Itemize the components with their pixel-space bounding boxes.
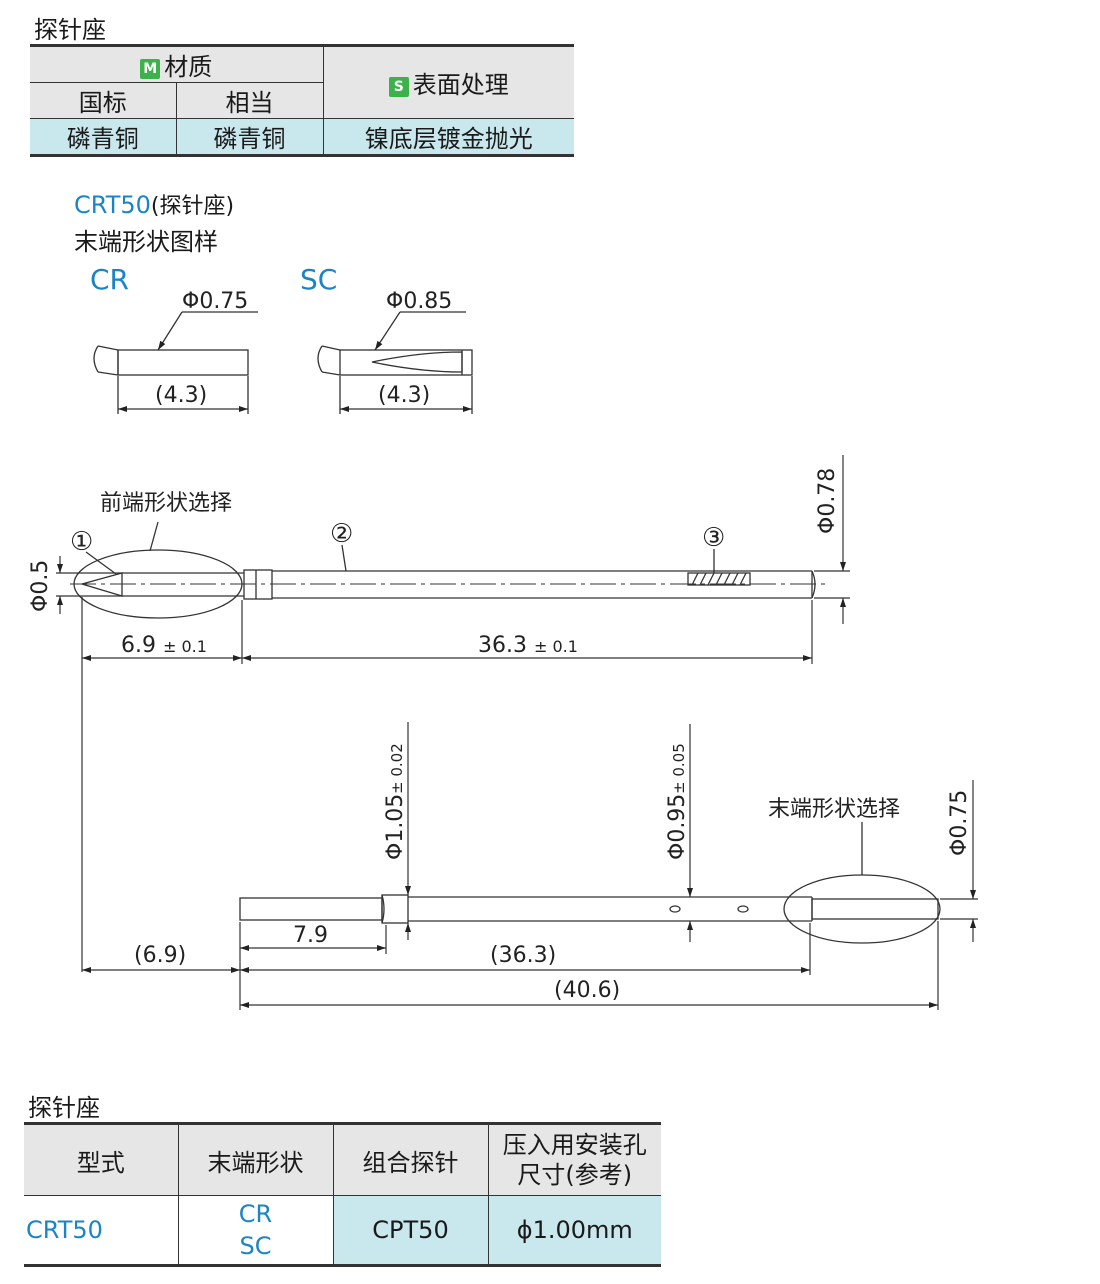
collar-diameter: Φ1.05 [383, 794, 408, 860]
cell-end-shape: CR SC [177, 1195, 334, 1266]
len-front-ref: (6.9) [134, 943, 186, 968]
header-probe: 组合探针 [332, 1123, 489, 1196]
dim-body-diameter [814, 455, 850, 624]
front-shape-label: 前端形状选择 [100, 491, 232, 516]
tip-sc-code: SC [300, 263, 337, 296]
tip-shape-cr [93, 311, 258, 414]
model-code: CRT50 [74, 191, 151, 219]
len-collar: 7.9 [293, 923, 328, 948]
len-body: 36.3 [478, 633, 527, 658]
dim-main-lengths [81, 597, 813, 972]
end-shape-label: 末端形状选择 [768, 797, 900, 822]
col-equivalent: 相当 [175, 82, 324, 119]
header-end-shape: 末端形状 [177, 1123, 334, 1196]
material-header: 材质 [164, 53, 213, 81]
cell-hole: ϕ1.00mm [487, 1195, 661, 1266]
len-front: 6.9 [121, 633, 156, 658]
cell-shape-cr: CR [238, 1200, 273, 1228]
spec-table: 型式 末端形状 组合探针 压入用安装孔 尺寸(参考) CRT50 CR SC C… [24, 1122, 661, 1267]
part-mark-2: ② [330, 519, 353, 549]
section-title-bottom: 探针座 [28, 1094, 100, 1122]
lower-probe-body [239, 822, 941, 944]
material-badge: M [140, 59, 161, 79]
col-national: 国标 [30, 82, 177, 119]
dim-end-diameter [940, 780, 978, 942]
cell-shape-sc: SC [239, 1232, 272, 1260]
len-front-tol: ± 0.1 [163, 637, 207, 656]
model-heading: CRT50(探针座) [74, 188, 234, 220]
tip-diameter: Φ0.5 [28, 560, 53, 612]
collar-diameter-tol: ± 0.02 [388, 743, 406, 794]
header-model: 型式 [24, 1123, 179, 1196]
header-hole-line1: 压入用安装孔 [502, 1131, 647, 1159]
part-mark-3: ③ [702, 523, 725, 553]
mid-diameter: Φ0.95 [665, 794, 690, 860]
surface-badge: S [388, 77, 409, 97]
cell-equivalent: 磷青铜 [175, 118, 324, 156]
body-diameter: Φ0.78 [815, 468, 840, 534]
tip-shape-sc [317, 311, 473, 414]
tip-cr-code: CR [90, 263, 129, 296]
cell-probe: CPT50 [332, 1195, 489, 1266]
len-body-tol: ± 0.1 [534, 637, 578, 656]
main-probe-body [70, 521, 830, 619]
model-suffix: (探针座) [150, 194, 235, 219]
technical-drawing: CR Φ0.75 (4.3) SC Φ0.85 (4.3) [28, 263, 978, 1010]
header-hole: 压入用安装孔 尺寸(参考) [487, 1123, 661, 1196]
tip-cr-length: (4.3) [155, 383, 207, 408]
part-mark-1: ① [70, 527, 93, 557]
cell-surface: 镍底层镀金抛光 [322, 118, 574, 156]
surface-header: 表面处理 [412, 71, 509, 99]
end-diameter: Φ0.75 [947, 790, 972, 856]
tip-cr-diameter: Φ0.75 [182, 289, 248, 314]
tip-sc-length: (4.3) [378, 383, 430, 408]
cell-model: CRT50 [24, 1195, 179, 1266]
len-total: (40.6) [554, 978, 620, 1003]
section-title-top: 探针座 [34, 16, 106, 44]
header-hole-line2: 尺寸(参考) [517, 1161, 633, 1189]
len-body-ref: (36.3) [490, 943, 556, 968]
tip-sc-diameter: Φ0.85 [386, 289, 452, 314]
tip-shapes-title: 末端形状图样 [74, 228, 218, 256]
mid-diameter-tol: ± 0.05 [670, 743, 688, 794]
dim-lower-lengths [82, 921, 939, 1010]
dim-tip-diameter [56, 556, 82, 614]
